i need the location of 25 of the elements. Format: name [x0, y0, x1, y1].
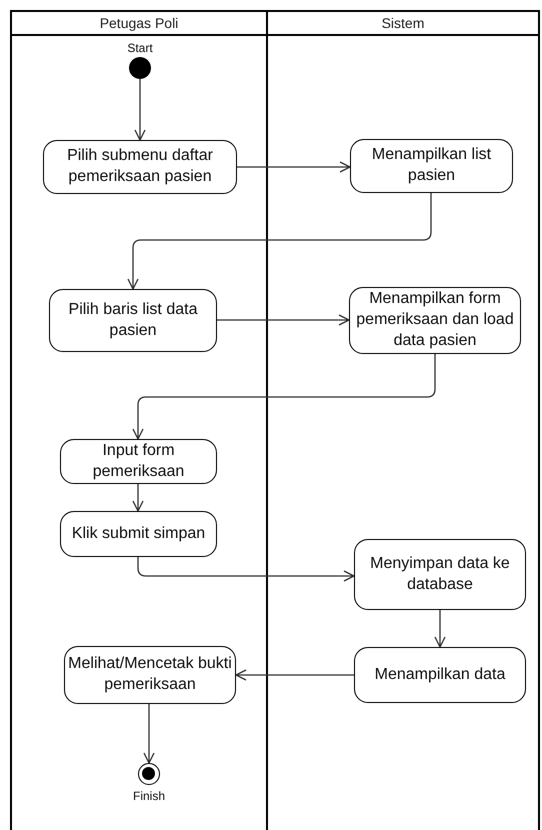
action-box: Klik submit simpan — [60, 511, 217, 557]
arrow — [134, 79, 146, 141]
action-box: Pilih submenu daftar pemeriksaan pasien — [43, 140, 237, 194]
swimlane — [10, 10, 268, 830]
action-box: Menyimpan data ke database — [354, 539, 526, 610]
action-box: Menampilkan list pasien — [350, 139, 513, 193]
arrow — [434, 610, 446, 648]
lane-header: Sistem — [268, 12, 538, 36]
arrow — [217, 314, 350, 326]
arrow — [132, 484, 144, 512]
node-caption: Finish — [133, 789, 165, 803]
arrow — [143, 704, 155, 764]
arrow — [235, 669, 354, 681]
action-box: Melihat/Mencetak bukti pemeriksaan — [64, 646, 236, 704]
action-box: Pilih baris list data pasien — [49, 289, 217, 352]
lane-header: Petugas Poli — [12, 12, 266, 36]
arrow — [137, 557, 355, 582]
action-box: Input form pemeriksaan — [60, 439, 217, 484]
action-box: Menampilkan form pemeriksaan dan load data pasien — [349, 287, 521, 354]
arrow — [127, 193, 432, 290]
arrow — [237, 161, 351, 173]
swimlane — [268, 10, 540, 830]
arrow — [132, 354, 436, 440]
node-caption: Start — [127, 41, 153, 55]
action-box: Menampilkan data — [354, 647, 526, 703]
